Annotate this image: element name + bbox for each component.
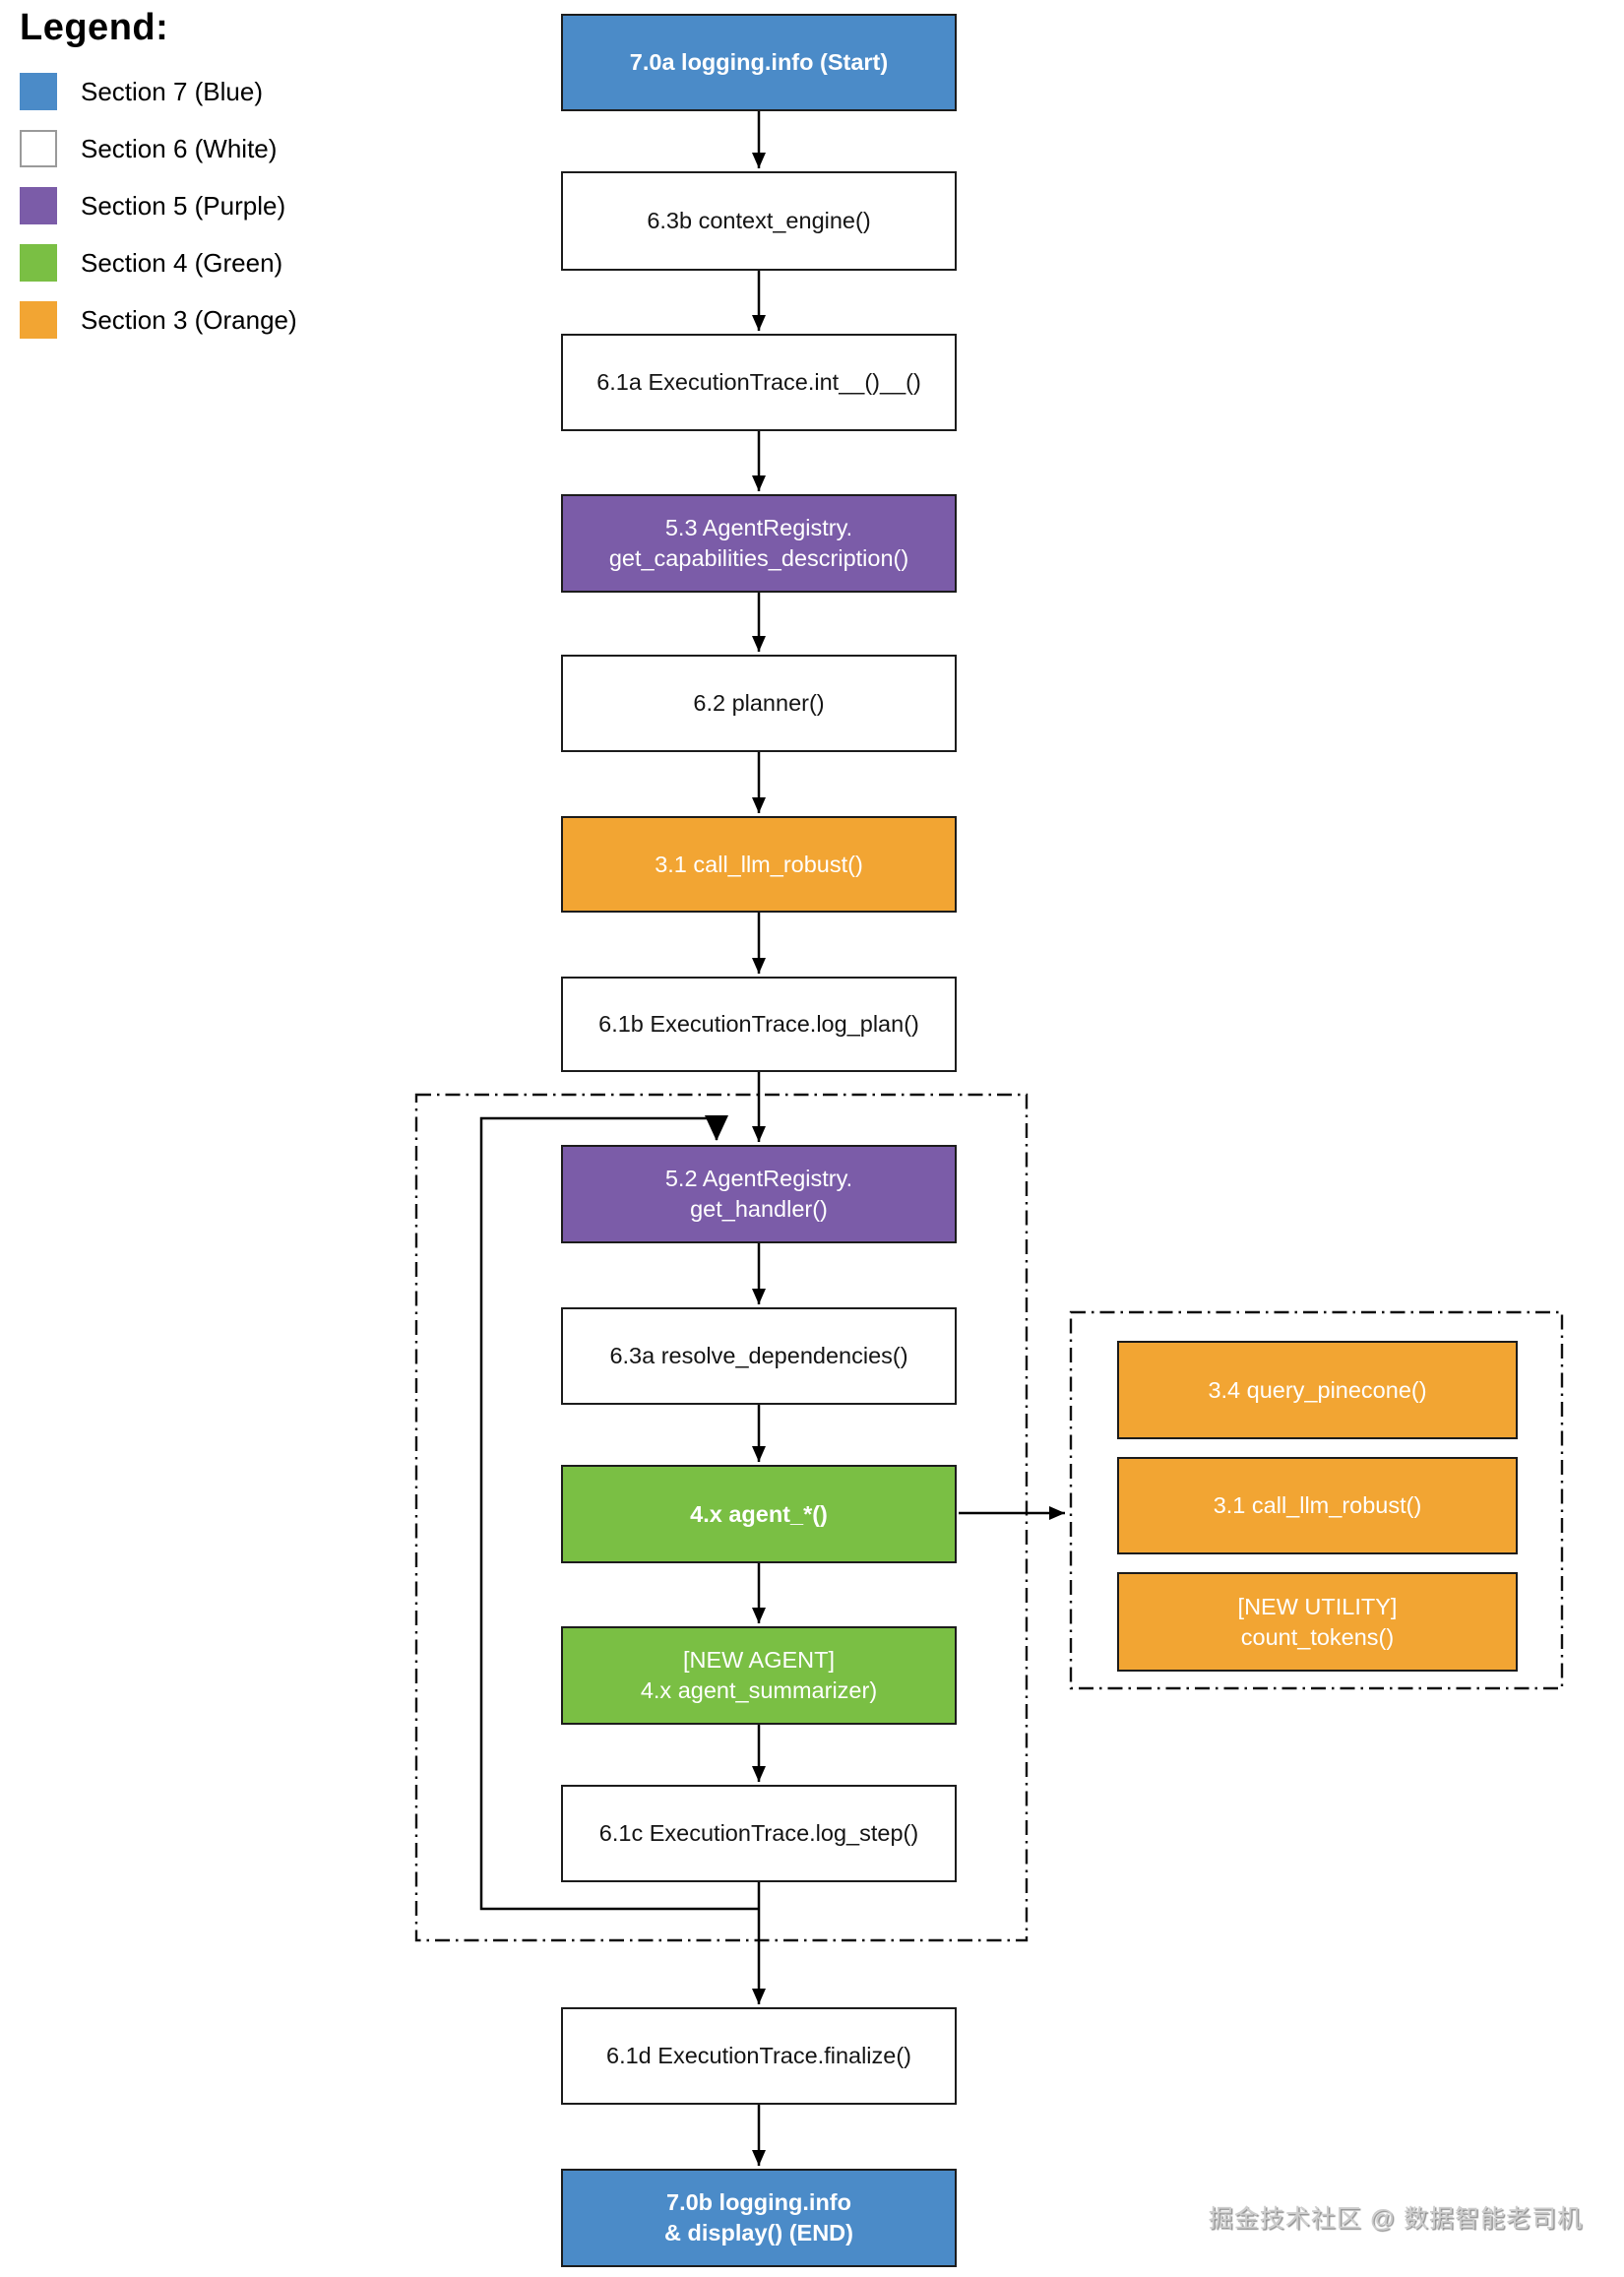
- side-node-31-call-llm-robust: 3.1 call_llm_robust(): [1117, 1457, 1518, 1554]
- side-node-count-tokens: [NEW UTILITY] count_tokens(): [1117, 1572, 1518, 1672]
- flow-node-61a-executiontrace-init: 6.1a ExecutionTrace.int__()__(): [561, 334, 957, 431]
- legend-title: Legend:: [20, 7, 169, 48]
- legend-item-section4: Section 4 (Green): [20, 234, 297, 291]
- flow-node-61d-finalize: 6.1d ExecutionTrace.finalize(): [561, 2007, 957, 2105]
- node-label-line: 6.2 planner(): [693, 690, 825, 716]
- node-label-line: 6.3a resolve_dependencies(): [609, 1343, 908, 1368]
- legend: Legend: Section 7 (Blue) Section 6 (Whit…: [20, 6, 297, 348]
- legend-swatch-purple: [20, 187, 57, 224]
- flow-node-61c-log-step: 6.1c ExecutionTrace.log_step(): [561, 1785, 957, 1882]
- node-label-line: 6.1a ExecutionTrace.int__()__(): [596, 369, 921, 395]
- node-label-line: 3.1 call_llm_robust(): [1213, 1492, 1422, 1518]
- watermark: 掘金技术社区 @ 数据智能老司机: [1208, 2205, 1583, 2233]
- node-label-line: 6.1c ExecutionTrace.log_step(): [598, 1820, 919, 1846]
- node-label-line: 5.2 AgentRegistry.: [664, 1166, 853, 1191]
- node-label-line: get_handler(): [690, 1196, 828, 1222]
- legend-item-section5: Section 5 (Purple): [20, 177, 297, 234]
- legend-label: Section 6 (White): [81, 133, 278, 163]
- legend-label: Section 4 (Green): [81, 247, 283, 278]
- legend-item-section6: Section 6 (White): [20, 120, 297, 177]
- node-label-line: 4.x agent_summarizer): [640, 1677, 878, 1703]
- node-label-line: 5.3 AgentRegistry.: [664, 515, 853, 540]
- node-label-line: [NEW AGENT]: [682, 1647, 836, 1673]
- node-label-line: [NEW UTILITY]: [1237, 1593, 1398, 1619]
- flow-node-4x-agent: 4.x agent_*(): [561, 1465, 957, 1563]
- side-node-34-query-pinecone: 3.4 query_pinecone(): [1117, 1341, 1518, 1439]
- flow-node-70b-logging-end: 7.0b logging.info & display() (END): [561, 2169, 957, 2267]
- legend-label: Section 7 (Blue): [81, 76, 263, 106]
- legend-item-section3: Section 3 (Orange): [20, 291, 297, 348]
- node-label-line: & display() (END): [664, 2220, 853, 2245]
- flow-node-62-planner: 6.2 planner(): [561, 655, 957, 752]
- legend-label: Section 3 (Orange): [81, 304, 297, 335]
- legend-swatch-white: [20, 130, 57, 167]
- node-label-line: count_tokens(): [1240, 1623, 1395, 1650]
- flow-node-52-agentregistry-get-handler: 5.2 AgentRegistry. get_handler(): [561, 1145, 957, 1243]
- legend-label: Section 5 (Purple): [81, 190, 286, 221]
- flow-node-70a-logging-start: 7.0a logging.info (Start): [561, 14, 957, 111]
- node-label-line: 7.0b logging.info: [666, 2189, 851, 2215]
- legend-swatch-orange: [20, 301, 57, 339]
- node-label-line: 6.3b context_engine(): [647, 208, 871, 233]
- legend-item-section7: Section 7 (Blue): [20, 63, 297, 120]
- flow-node-4x-agent-summarizer: [NEW AGENT] 4.x agent_summarizer): [561, 1626, 957, 1725]
- node-label-line: get_capabilities_description(): [608, 545, 909, 571]
- flow-node-61b-log-plan: 6.1b ExecutionTrace.log_plan(): [561, 977, 957, 1072]
- flow-node-31-call-llm-robust: 3.1 call_llm_robust(): [561, 816, 957, 913]
- legend-swatch-blue: [20, 73, 57, 110]
- node-label-line: 6.1d ExecutionTrace.finalize(): [606, 2043, 911, 2068]
- node-label-line: 3.1 call_llm_robust(): [655, 851, 863, 877]
- node-label-line: 7.0a logging.info (Start): [629, 49, 889, 75]
- node-label-line: 3.4 query_pinecone(): [1208, 1376, 1427, 1403]
- flow-node-63b-context-engine: 6.3b context_engine(): [561, 171, 957, 271]
- flow-node-53-agentregistry-capabilities: 5.3 AgentRegistry. get_capabilities_desc…: [561, 494, 957, 593]
- flow-node-63a-resolve-dependencies: 6.3a resolve_dependencies(): [561, 1307, 957, 1405]
- legend-swatch-green: [20, 244, 57, 282]
- node-label-line: 4.x agent_*(): [690, 1500, 828, 1527]
- node-label-line: 6.1b ExecutionTrace.log_plan(): [598, 1011, 919, 1037]
